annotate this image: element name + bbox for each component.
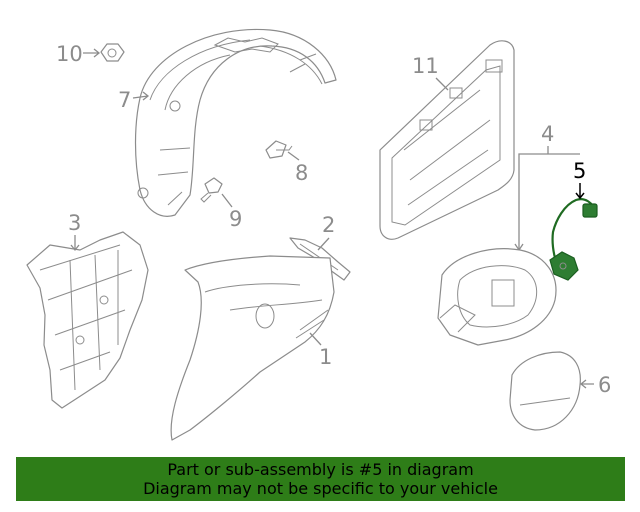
banner-line-2: Diagram may not be specific to your vehi… bbox=[143, 479, 498, 498]
callout-4: 4 bbox=[541, 122, 554, 146]
callout-5: 5 bbox=[573, 159, 586, 183]
part-7-wheelhouse-liner bbox=[134, 28, 337, 217]
callout-3: 3 bbox=[68, 211, 81, 235]
callout-9: 9 bbox=[229, 207, 242, 231]
leader-8 bbox=[287, 151, 300, 161]
leader-10 bbox=[83, 48, 101, 58]
leader-2 bbox=[317, 237, 330, 251]
part-6-fuel-door bbox=[509, 351, 581, 431]
leader-6 bbox=[579, 379, 594, 389]
bracket-4 bbox=[518, 153, 580, 250]
callout-6: 6 bbox=[598, 373, 611, 397]
leader-3 bbox=[70, 235, 80, 252]
leader-11 bbox=[435, 77, 449, 91]
callout-8: 8 bbox=[295, 161, 308, 185]
callout-2: 2 bbox=[322, 213, 335, 237]
part-11-panel bbox=[379, 40, 515, 240]
part-1-quarter-panel bbox=[170, 255, 335, 441]
leader-7 bbox=[132, 91, 150, 101]
info-banner: Part or sub-assembly is #5 in diagram Di… bbox=[16, 457, 625, 501]
leader-5 bbox=[575, 183, 585, 200]
part-9-push-pin bbox=[200, 177, 223, 203]
leader-9 bbox=[221, 193, 233, 208]
banner-line-1: Part or sub-assembly is #5 in diagram bbox=[167, 460, 474, 479]
part-5-actuator-highlighted bbox=[549, 198, 598, 281]
part-8-clip bbox=[265, 140, 293, 159]
leader-1 bbox=[309, 332, 322, 346]
callout-1: 1 bbox=[319, 345, 332, 369]
part-3-inner-panel bbox=[26, 231, 149, 409]
part-4-fuel-door-housing bbox=[437, 248, 557, 346]
callout-7: 7 bbox=[118, 88, 131, 112]
parts-diagram: 10 7 8 9 11 3 bbox=[26, 28, 611, 441]
part-10-nut bbox=[100, 43, 125, 62]
callout-10: 10 bbox=[56, 42, 83, 66]
callout-11: 11 bbox=[412, 54, 439, 78]
